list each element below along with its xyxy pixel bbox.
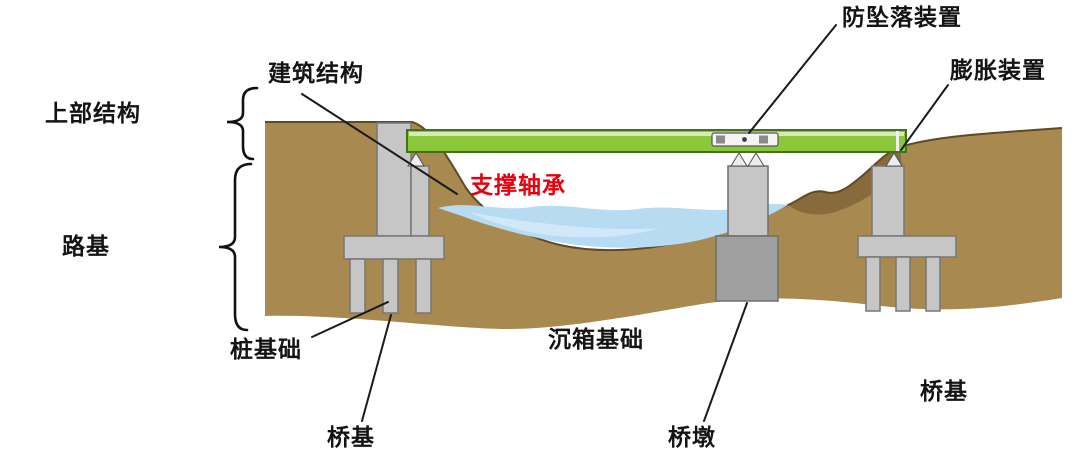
fall-prevention-device bbox=[711, 132, 779, 147]
leader-fall-prevention bbox=[748, 24, 837, 134]
brace-roadbed bbox=[218, 162, 253, 332]
bearing-left bbox=[407, 152, 425, 167]
pier-column bbox=[727, 165, 769, 237]
label-abutment-right: 桥基 bbox=[920, 378, 968, 404]
leader-building-structure bbox=[301, 93, 458, 195]
braces bbox=[218, 86, 259, 332]
leader-pile-foundation bbox=[311, 301, 389, 338]
left-abutment-wall bbox=[376, 122, 412, 237]
label-fall-prevention: 防坠落装置 bbox=[842, 4, 962, 30]
hill-shading bbox=[788, 147, 902, 215]
brace-superstructure bbox=[226, 86, 259, 161]
leader-pier bbox=[703, 302, 748, 422]
bearing-mid-2 bbox=[747, 152, 765, 167]
label-roadbed: 路基 bbox=[62, 233, 110, 259]
caisson-box bbox=[715, 235, 779, 302]
label-pier: 桥墩 bbox=[668, 424, 716, 450]
center-pier bbox=[715, 165, 779, 302]
expansion-joint bbox=[896, 131, 899, 151]
right-abutment bbox=[857, 165, 957, 312]
left-abutment bbox=[343, 122, 445, 314]
right-pile bbox=[865, 256, 881, 312]
left-abutment-seat bbox=[410, 165, 430, 237]
leader-expansion bbox=[900, 84, 949, 151]
label-expansion-device: 膨胀装置 bbox=[950, 57, 1046, 83]
water-highlight bbox=[470, 212, 660, 238]
right-pile bbox=[895, 256, 911, 312]
right-abutment-footing bbox=[857, 235, 957, 258]
leader-abutment-left bbox=[361, 314, 392, 422]
bearing-right bbox=[885, 152, 903, 167]
left-abutment-footing bbox=[343, 235, 445, 260]
left-pile bbox=[382, 258, 399, 314]
left-pile bbox=[349, 258, 366, 314]
label-abutment-left: 桥基 bbox=[327, 424, 375, 450]
label-pile-foundation: 桩基础 bbox=[230, 336, 302, 362]
label-caisson-foundation: 沉箱基础 bbox=[548, 326, 644, 352]
label-superstructure: 上部结构 bbox=[45, 100, 141, 126]
water bbox=[438, 204, 788, 248]
ground-cross-section bbox=[265, 122, 1062, 330]
right-pile bbox=[925, 256, 941, 312]
deck-top-strip bbox=[409, 132, 904, 136]
bearing-mid-1 bbox=[730, 152, 748, 167]
leader-lines bbox=[301, 24, 949, 422]
support-bearings bbox=[407, 152, 903, 167]
right-abutment-wall bbox=[871, 165, 905, 237]
label-support-bearing: 支撑轴承 bbox=[470, 172, 566, 198]
label-building-structure: 建筑结构 bbox=[268, 60, 364, 86]
left-pile bbox=[415, 258, 432, 314]
